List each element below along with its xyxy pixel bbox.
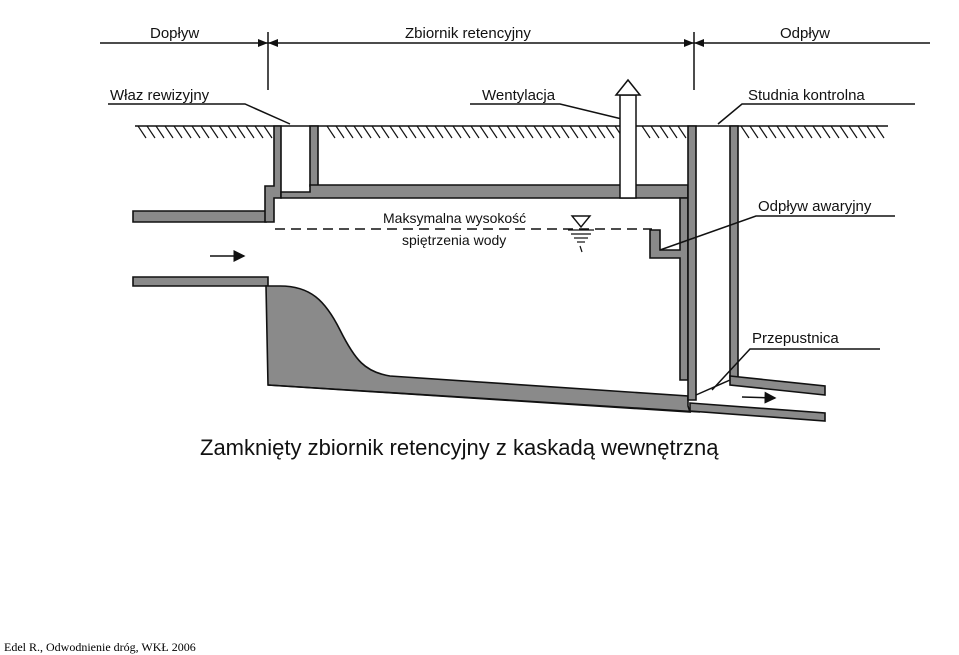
ventilation-label: Wentylacja [482, 87, 556, 104]
inflow-pipe [132, 210, 269, 287]
ventilation-leader [470, 103, 627, 121]
max-level-label-2: spiętrzenia wody [402, 232, 506, 248]
outflow-arrow [741, 391, 777, 404]
inflow-label: Dopływ [150, 25, 199, 42]
outflow-label: Odpływ [780, 25, 830, 42]
diagram-caption: Zamknięty zbiornik retencyjny z kaskadą … [200, 435, 719, 460]
emergency-outflow-leader [659, 215, 895, 251]
throttle-label: Przepustnica [752, 330, 839, 347]
control-well-label: Studnia kontrolna [748, 87, 865, 104]
ventilation-pipe [614, 78, 642, 199]
max-level-label-1: Maksymalna wysokość [383, 210, 526, 226]
water-level-icon [568, 215, 594, 253]
tank-right-wall [649, 197, 689, 381]
dimension-line [100, 32, 930, 90]
retention-tank-diagram: Dopływ Zbiornik retencyjny Odpływ Właz r… [100, 25, 930, 460]
ground-surface [135, 125, 888, 139]
source-citation: Edel R., Odwodnienie dróg, WKŁ 2006 [4, 640, 196, 654]
manhole-leader [108, 103, 291, 125]
cascade-wall [265, 285, 692, 413]
outflow-pipe [689, 375, 826, 422]
manhole-label: Właz rewizyjny [110, 87, 210, 104]
control-well-leader [717, 103, 915, 125]
control-well [687, 125, 739, 401]
throttle-leader [711, 348, 880, 391]
manhole-shaft [264, 125, 319, 223]
emergency-outflow-label: Odpływ awaryjny [758, 198, 872, 215]
tank-label: Zbiornik retencyjny [405, 25, 531, 42]
